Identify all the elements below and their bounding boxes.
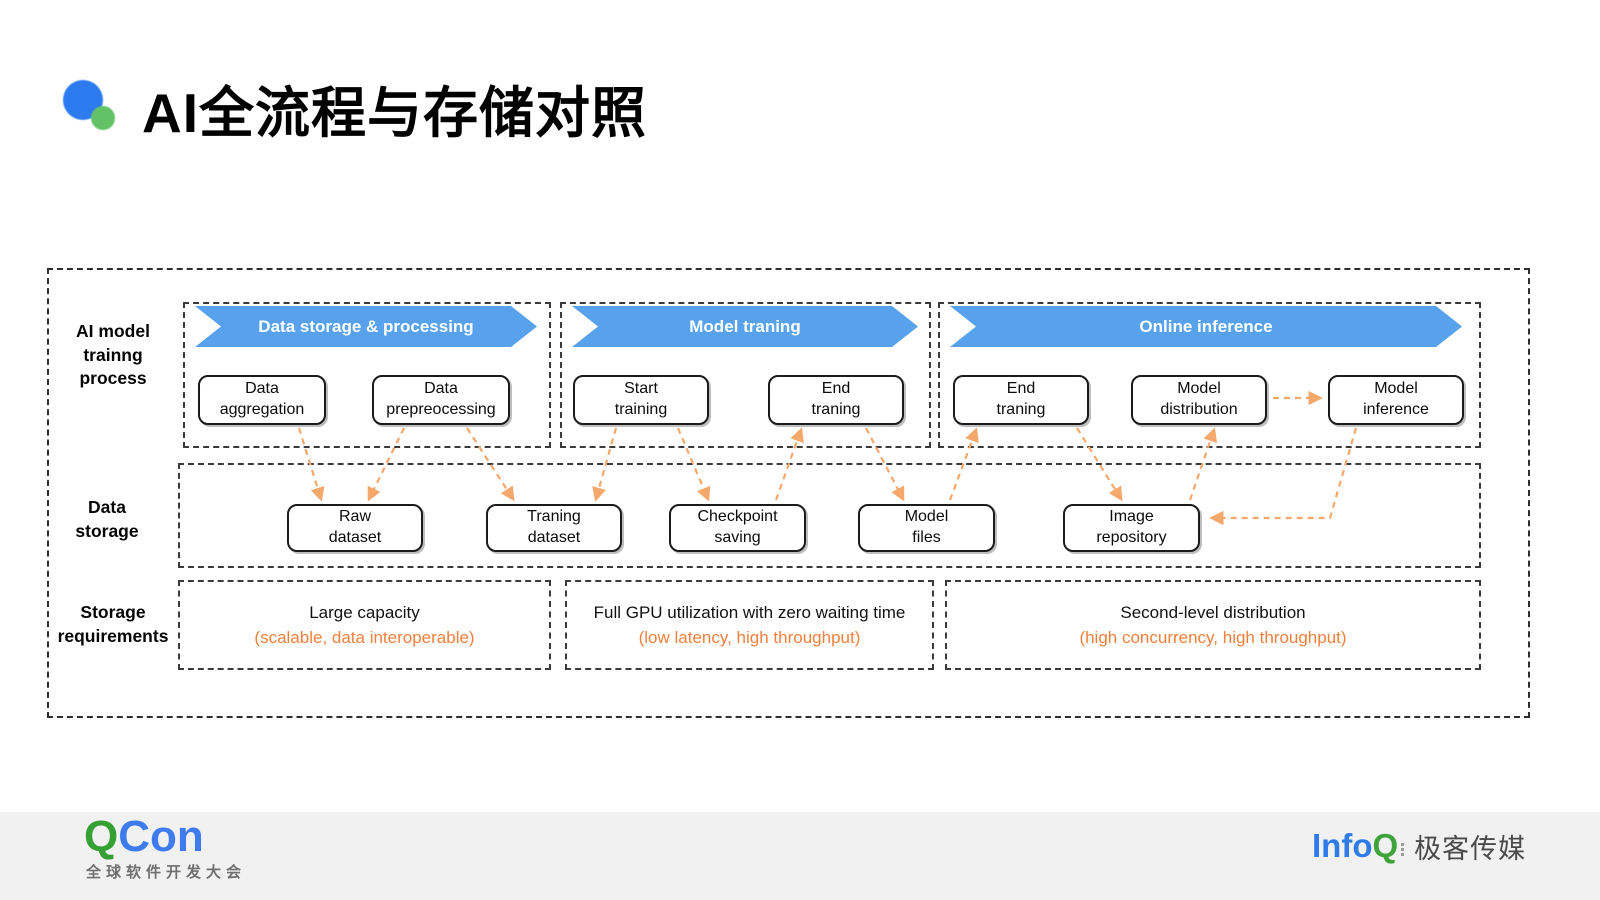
title-bullet-green-dot	[91, 106, 115, 130]
qcon-logo: QCon	[84, 812, 204, 861]
node-training-dataset: Traning dataset	[486, 504, 622, 552]
node-text: Traning	[527, 508, 581, 526]
node-text: Raw	[338, 508, 371, 526]
node-text: dataset	[527, 529, 581, 546]
node-text: traning	[811, 401, 861, 418]
node-text: prepreocessing	[386, 401, 496, 418]
node-image-repository: Image repository	[1063, 504, 1200, 552]
infoq-logo-q: Q	[1372, 827, 1399, 864]
node-text: End	[821, 380, 851, 398]
qcon-logo-con: Con	[118, 812, 204, 861]
node-checkpoint-saving: Checkpoint saving	[669, 504, 806, 552]
storage-row-container	[178, 463, 1481, 568]
qcon-logo-q: Q	[84, 812, 119, 861]
node-end-training-inference: End traning	[953, 375, 1089, 425]
node-text: Data	[245, 380, 279, 398]
node-text: traning	[996, 401, 1046, 418]
section-model-training	[560, 302, 931, 448]
node-text: inference	[1363, 401, 1429, 418]
node-data-preprocessing: Data prepreocessing	[372, 375, 510, 425]
node-model-distribution: Model distribution	[1131, 375, 1267, 425]
node-text: saving	[714, 529, 761, 546]
row-label-storage: Data storage	[75, 497, 139, 541]
node-text: Image	[1109, 508, 1154, 526]
requirement-gpu-utilization: Full GPU utilization with zero waiting t…	[565, 580, 934, 670]
node-data-aggregation: Data aggregation	[198, 375, 326, 425]
diagram-container	[47, 268, 1530, 718]
node-text: training	[614, 401, 668, 418]
node-text: Data	[424, 380, 458, 398]
node-start-training: Start training	[573, 375, 709, 425]
node-text: dataset	[328, 529, 382, 546]
banner-model-training: Model traning	[572, 306, 918, 347]
node-raw-dataset: Raw dataset	[287, 504, 423, 552]
infoq-logo-group: InfoQ 极客传媒	[1312, 824, 1526, 868]
requirement-large-capacity: Large capacity (scalable, data interoper…	[178, 580, 551, 670]
node-text: Model	[1374, 380, 1418, 398]
requirement-sub-text: (low latency, high throughput)	[638, 627, 861, 647]
node-text: Model	[904, 508, 949, 526]
infoq-logo-info: Info	[1312, 827, 1373, 864]
requirement-sub-text: (scalable, data interoperable)	[254, 627, 475, 647]
row-label-requirements: Storage requirements	[57, 602, 169, 646]
node-text: files	[912, 529, 941, 546]
banner-online-inference: Online inference	[950, 306, 1462, 347]
qcon-subtitle: 全球软件开发大会	[86, 864, 247, 881]
node-text: distribution	[1160, 401, 1238, 418]
infoq-logo: InfoQ	[1312, 827, 1398, 865]
node-text: aggregation	[219, 401, 305, 418]
requirement-second-level-distribution: Second-level distribution (high concurre…	[945, 580, 1481, 670]
banner-data-storage-processing: Data storage & processing	[195, 306, 537, 347]
row-label-process: AI model trainng process	[76, 321, 150, 389]
node-text: Start	[624, 380, 658, 398]
node-end-training-model: End traning	[768, 375, 904, 425]
node-text: Checkpoint	[697, 508, 778, 526]
infoq-vertical-mark	[1401, 842, 1405, 856]
page-title: AI全流程与存储对照	[142, 82, 648, 144]
requirement-sub-text: (high concurrency, high throughput)	[1079, 627, 1347, 647]
footer-bar	[0, 812, 1600, 900]
requirement-main-text: Second-level distribution	[1120, 602, 1306, 622]
node-text: repository	[1096, 529, 1167, 546]
node-model-files: Model files	[858, 504, 995, 552]
node-text: End	[1006, 380, 1036, 398]
requirement-main-text: Large capacity	[309, 602, 420, 622]
requirement-main-text: Full GPU utilization with zero waiting t…	[593, 602, 906, 622]
node-model-inference: Model inference	[1328, 375, 1464, 425]
node-text: Model	[1177, 380, 1221, 398]
infoq-brand-text: 极客传媒	[1414, 833, 1527, 864]
section-data-storage-processing	[183, 302, 551, 448]
